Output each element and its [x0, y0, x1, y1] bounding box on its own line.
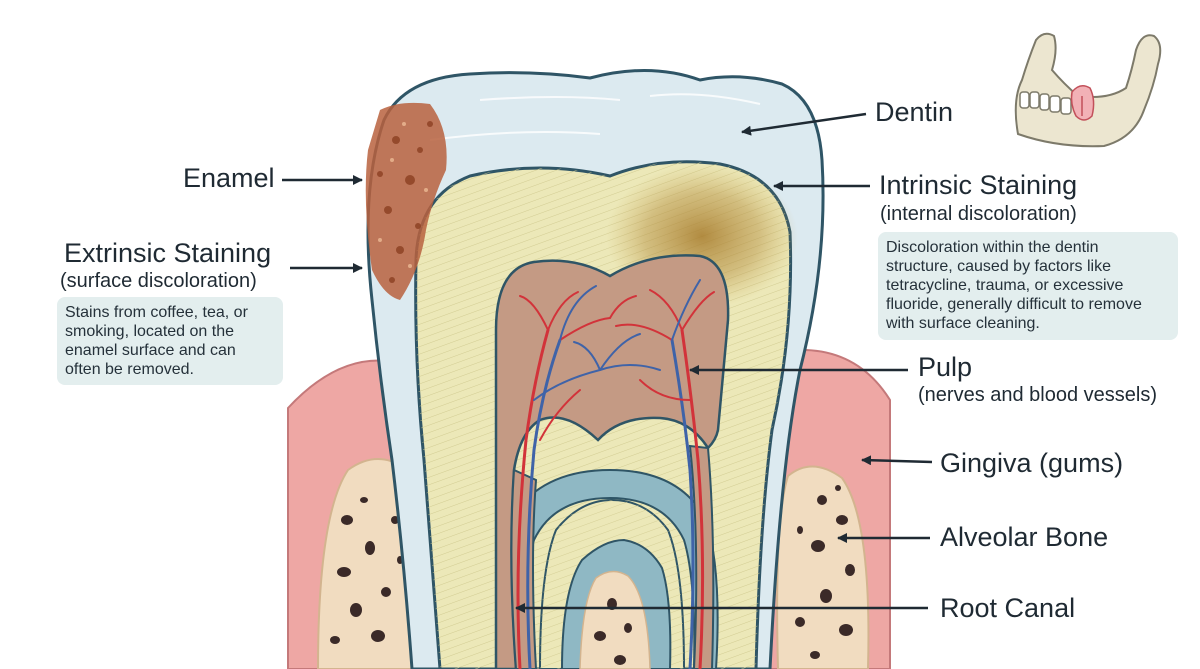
label-pulp-sub: (nerves and blood vessels) — [918, 384, 1158, 406]
label-root-canal: Root Canal — [940, 593, 1076, 623]
label-arrows — [282, 112, 933, 613]
label-intrinsic-sub: (internal discoloration) — [880, 203, 1077, 225]
jaw-illustration-icon — [1014, 32, 1162, 148]
extrinsic-desc-line: Stains from coffee, tea, or — [65, 304, 248, 321]
label-alveolar-bone: Alveolar Bone — [940, 522, 1109, 552]
intrinsic-desc-line: with surface cleaning. — [886, 315, 1040, 332]
intrinsic-description-box: Discoloration within the dentin structur… — [878, 232, 1178, 340]
label-intrinsic-staining: Intrinsic Staining — [879, 170, 1078, 200]
extrinsic-desc-line: smoking, located on the — [65, 323, 234, 340]
dentin-arrow — [741, 112, 867, 136]
label-gingiva: Gingiva (gums) — [940, 448, 1124, 478]
extrinsic-desc-line: often be removed. — [65, 361, 194, 378]
intrinsic-desc-line: Discoloration within the dentin — [886, 239, 1099, 256]
extrinsic-stain-area — [365, 102, 447, 300]
intrinsic-desc-line: structure, caused by factors like — [886, 258, 1111, 275]
label-enamel: Enamel — [183, 163, 275, 193]
label-pulp: Pulp — [918, 352, 973, 382]
gingiva-arrow — [861, 455, 933, 466]
extrinsic-desc-line: enamel surface and can — [65, 342, 236, 359]
intrinsic-desc-line: fluoride, generally difficult to remove — [886, 296, 1142, 313]
label-extrinsic-staining: Extrinsic Staining — [64, 238, 272, 268]
root-canal-channel-left — [510, 468, 538, 669]
extrinsic-description-box: Stains from coffee, tea, or smoking, loc… — [57, 297, 283, 385]
label-dentin: Dentin — [875, 97, 954, 127]
label-extrinsic-sub: (surface discoloration) — [60, 270, 257, 292]
intrinsic-desc-line: tetracycline, trauma, or excessive — [886, 277, 1124, 294]
